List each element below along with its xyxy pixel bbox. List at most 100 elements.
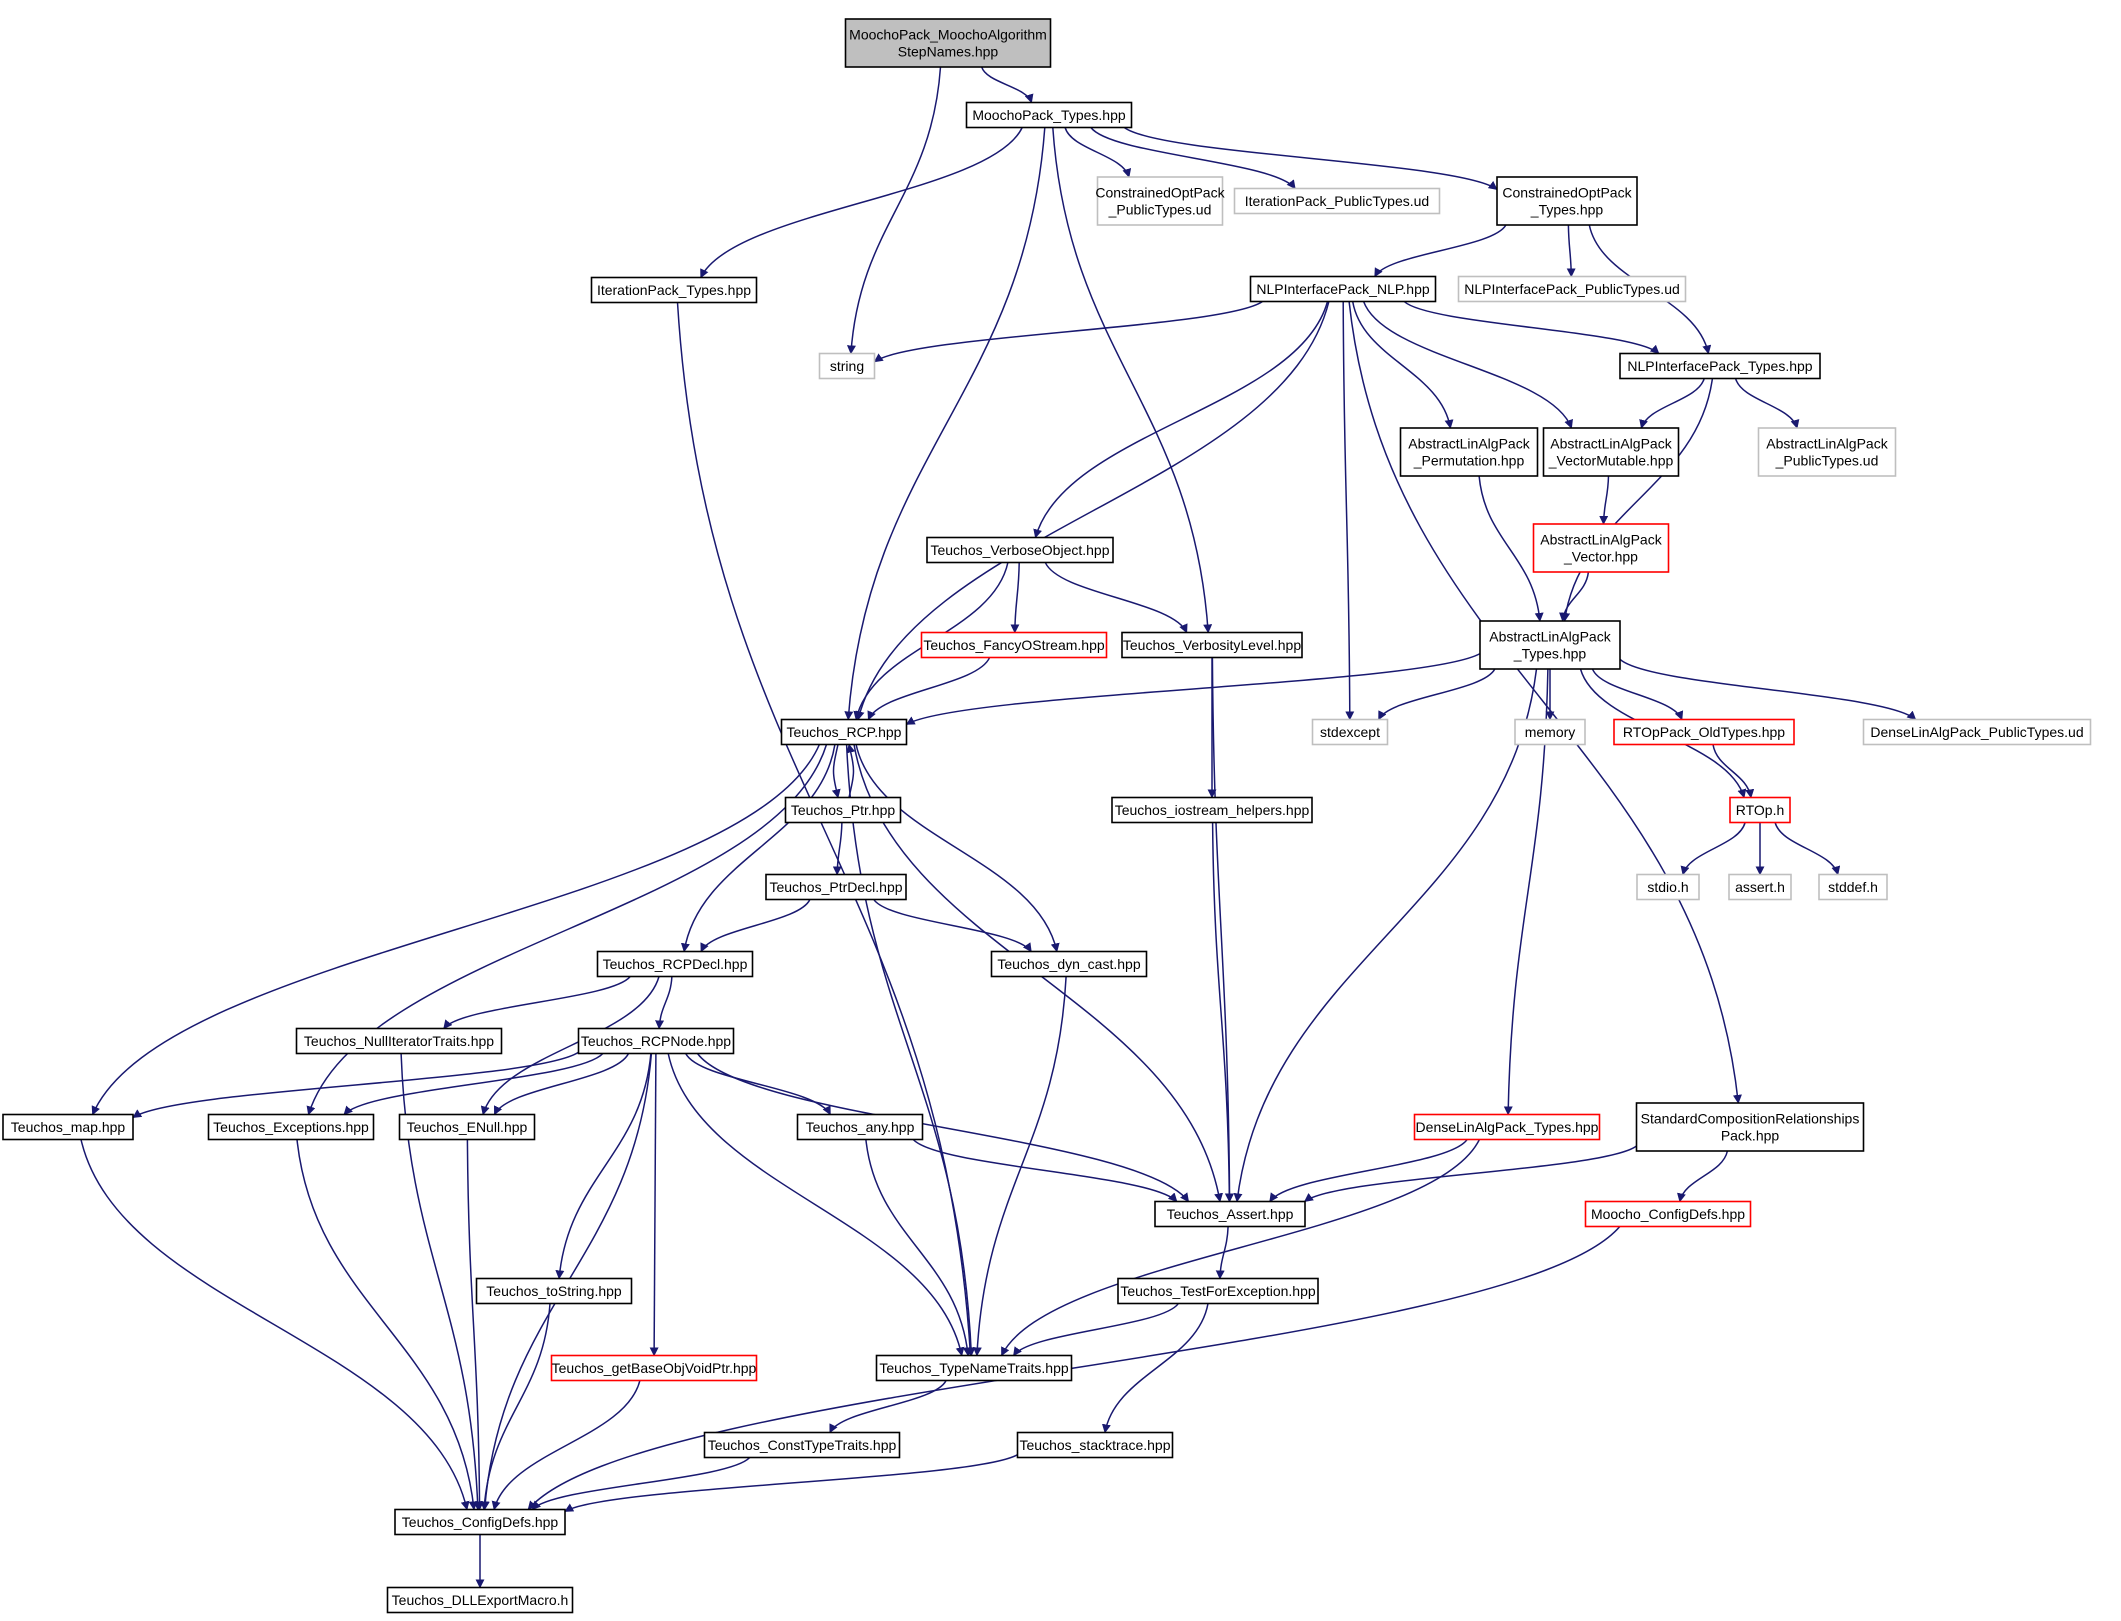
node-getbase[interactable]: Teuchos_getBaseObjVoidPtr.hpp <box>550 1354 758 1382</box>
node-label-moocho_types-0: MoochoPack_Types.hpp <box>972 107 1126 123</box>
node-label-moocho_config-0: Moocho_ConfigDefs.hpp <box>1591 1206 1745 1222</box>
node-string[interactable]: string <box>818 352 876 380</box>
node-iter_types[interactable]: IterationPack_Types.hpp <box>590 276 758 304</box>
node-box-dense_types <box>1413 1113 1601 1141</box>
node-verbosity[interactable]: Teuchos_VerbosityLevel.hpp <box>1121 631 1303 659</box>
node-label-exceptions-0: Teuchos_Exceptions.hpp <box>213 1119 369 1135</box>
node-label-memory-0: memory <box>1525 724 1576 740</box>
node-nlp_types[interactable]: NLPInterfacePack_Types.hpp <box>1619 352 1821 380</box>
node-configdefs[interactable]: Teuchos_ConfigDefs.hpp <box>394 1508 566 1536</box>
node-box-dllexport <box>386 1586 574 1614</box>
edge-moocho_types-to-iter_types <box>700 127 1023 279</box>
node-nlp_public[interactable]: NLPInterfacePack_PublicTypes.ud <box>1457 275 1687 303</box>
node-box-ala_public <box>1757 427 1897 477</box>
node-box-rtop <box>1729 796 1791 824</box>
node-dense_types[interactable]: DenseLinAlgPack_Types.hpp <box>1413 1113 1601 1141</box>
edge-dense_types-to-typename <box>1000 1139 1481 1357</box>
edge-nlp-to-stdcomp <box>1348 301 1742 1104</box>
node-nulliter[interactable]: Teuchos_NullIteratorTraits.hpp <box>295 1027 503 1055</box>
edge-nlp_types-to-ala_public <box>1734 378 1800 429</box>
node-exceptions[interactable]: Teuchos_Exceptions.hpp <box>207 1113 375 1141</box>
node-rtop[interactable]: RTOp.h <box>1729 796 1791 824</box>
node-label-dense_public-0: DenseLinAlgPack_PublicTypes.ud <box>1870 724 2083 740</box>
node-box-memory <box>1514 718 1586 746</box>
edge-any-to-assert <box>912 1138 1178 1203</box>
node-rtop_old[interactable]: RTOpPack_OldTypes.hpp <box>1613 718 1795 746</box>
node-box-assert <box>1154 1200 1306 1228</box>
node-any[interactable]: Teuchos_any.hpp <box>796 1113 924 1141</box>
node-box-consttype <box>703 1431 901 1459</box>
edge-verbose_obj-to-fancy <box>1010 562 1020 634</box>
edge-rcpnode-to-tostring <box>555 1053 652 1280</box>
node-box-dyncast <box>990 950 1148 978</box>
node-moocho_config[interactable]: Moocho_ConfigDefs.hpp <box>1584 1200 1752 1228</box>
node-stdio[interactable]: stdio.h <box>1636 873 1700 901</box>
node-ptrdecl[interactable]: Teuchos_PtrDecl.hpp <box>765 873 907 901</box>
node-label-enull-0: Teuchos_ENull.hpp <box>407 1119 528 1135</box>
node-ala_public[interactable]: AbstractLinAlgPack_PublicTypes.ud <box>1757 427 1897 477</box>
edge-testforexc-to-typename <box>1012 1303 1180 1357</box>
node-tostring[interactable]: Teuchos_toString.hpp <box>475 1277 633 1305</box>
node-dllexport[interactable]: Teuchos_DLLExportMacro.h <box>386 1586 574 1614</box>
node-box-root <box>844 18 1052 68</box>
edge-typename-to-consttype <box>829 1380 947 1434</box>
node-label-tostring-0: Teuchos_toString.hpp <box>486 1283 622 1299</box>
node-label-nlp-0: NLPInterfacePack_NLP.hpp <box>1256 281 1430 297</box>
node-stddef[interactable]: stddef.h <box>1818 873 1888 901</box>
edge-dense_types-to-assert <box>1269 1139 1468 1203</box>
node-ala_types[interactable]: AbstractLinAlgPack_Types.hpp <box>1479 620 1621 670</box>
node-label-copt_types-1: _Types.hpp <box>1530 202 1604 218</box>
node-rcpnode[interactable]: Teuchos_RCPNode.hpp <box>577 1027 735 1055</box>
edge-rcp-to-exceptions <box>306 744 828 1116</box>
node-fancy[interactable]: Teuchos_FancyOStream.hpp <box>920 631 1108 659</box>
node-moocho_types[interactable]: MoochoPack_Types.hpp <box>965 101 1133 129</box>
node-box-configdefs <box>394 1508 566 1536</box>
node-iostream_helpers[interactable]: Teuchos_iostream_helpers.hpp <box>1111 796 1313 824</box>
node-enull[interactable]: Teuchos_ENull.hpp <box>398 1113 536 1141</box>
edge-nlp_types-to-ala_vecmut <box>1639 378 1705 429</box>
edge-rcpnode-to-map <box>132 1051 579 1119</box>
node-box-fancy <box>920 631 1108 659</box>
edge-tostring-to-configdefs <box>480 1303 551 1511</box>
edge-rcp-to-dyncast <box>855 744 1060 953</box>
edge-rcpnode-to-assert <box>696 1053 1190 1203</box>
node-box-stdio <box>1636 873 1700 901</box>
node-label-verbosity-0: Teuchos_VerbosityLevel.hpp <box>1123 637 1301 653</box>
node-memory[interactable]: memory <box>1514 718 1586 746</box>
node-copt_types[interactable]: ConstrainedOptPack_Types.hpp <box>1496 176 1638 226</box>
node-ala_vector[interactable]: AbstractLinAlgPack_Vector.hpp <box>1532 523 1670 573</box>
node-stdexcept[interactable]: stdexcept <box>1311 718 1389 746</box>
node-dyncast[interactable]: Teuchos_dyn_cast.hpp <box>990 950 1148 978</box>
node-stacktrace[interactable]: Teuchos_stacktrace.hpp <box>1016 1431 1174 1459</box>
node-dense_public[interactable]: DenseLinAlgPack_PublicTypes.ud <box>1862 718 2092 746</box>
node-ala_vecmut[interactable]: AbstractLinAlgPack_VectorMutable.hpp <box>1542 427 1680 477</box>
node-ala_perm[interactable]: AbstractLinAlgPack_Permutation.hpp <box>1399 427 1539 477</box>
node-rcpdecl[interactable]: Teuchos_RCPDecl.hpp <box>596 950 754 978</box>
node-assert_h[interactable]: assert.h <box>1728 873 1792 901</box>
node-copt_public[interactable]: ConstrainedOptPack_PublicTypes.ud <box>1095 176 1226 226</box>
node-typename[interactable]: Teuchos_TypeNameTraits.hpp <box>875 1354 1073 1382</box>
node-nlp[interactable]: NLPInterfacePack_NLP.hpp <box>1249 275 1437 303</box>
node-consttype[interactable]: Teuchos_ConstTypeTraits.hpp <box>703 1431 901 1459</box>
edge-rcp-to-rcpdecl <box>680 744 836 953</box>
node-ptr[interactable]: Teuchos_Ptr.hpp <box>784 796 902 824</box>
node-box-copt_types <box>1496 176 1638 226</box>
edge-rcpnode-to-enull <box>493 1053 630 1116</box>
node-map[interactable]: Teuchos_map.hpp <box>2 1113 134 1141</box>
edge-ptrdecl-to-rcpdecl <box>700 899 811 953</box>
node-verbose_obj[interactable]: Teuchos_VerboseObject.hpp <box>926 536 1114 564</box>
edge-enull-to-configdefs <box>466 1139 485 1511</box>
node-label-iostream_helpers-0: Teuchos_iostream_helpers.hpp <box>1115 802 1310 818</box>
node-testforexc[interactable]: Teuchos_TestForException.hpp <box>1117 1277 1319 1305</box>
edge-rcpnode-to-any <box>685 1053 831 1116</box>
node-assert[interactable]: Teuchos_Assert.hpp <box>1154 1200 1306 1228</box>
edge-rtop-to-stdio <box>1680 822 1746 876</box>
node-iter_public[interactable]: IterationPack_PublicTypes.ud <box>1233 187 1441 215</box>
node-rcp[interactable]: Teuchos_RCP.hpp <box>780 718 908 746</box>
node-label-rcp-0: Teuchos_RCP.hpp <box>787 724 902 740</box>
node-label-fancy-0: Teuchos_FancyOStream.hpp <box>923 637 1105 653</box>
node-label-ala_vecmut-1: _VectorMutable.hpp <box>1548 453 1674 469</box>
